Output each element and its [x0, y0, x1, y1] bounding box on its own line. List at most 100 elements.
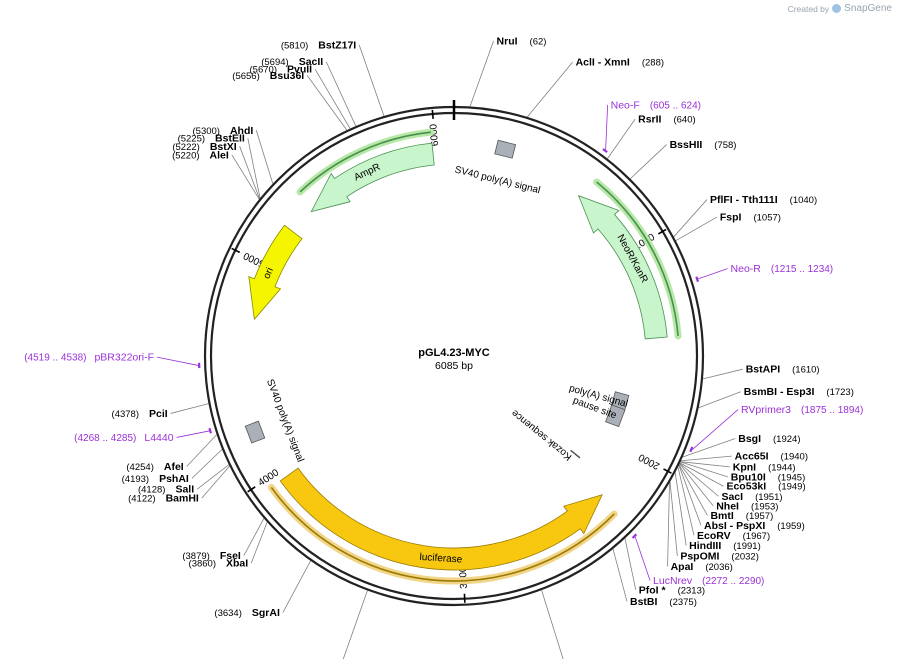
site-sgrai: SgrAI(3634) [214, 607, 280, 619]
primer-l4440-mark [209, 428, 211, 433]
plasmid-size: 6085 bp [435, 360, 473, 372]
sv40-poly-a-signal-label: SV40 poly(A) signal [264, 378, 306, 464]
site-pcii: PciI (4378) [112, 408, 168, 420]
site-name: BstBI [630, 596, 658, 608]
primer-rvprimer3-mark [690, 447, 692, 452]
site-leader-line [675, 473, 686, 546]
site-leader-line [680, 463, 723, 486]
primer-rvprimer3: RVprimer3(1875 .. 1894) [741, 404, 863, 416]
site-leader-line [683, 439, 736, 457]
sv40-poly-a-signal-feature [495, 140, 516, 158]
site-position: (3879) [182, 551, 209, 562]
primer-lucnrev: LucNrev(2272 .. 2290) [653, 575, 764, 587]
site-position: (5694) [261, 57, 288, 68]
site-position: (1959) [777, 521, 804, 532]
site-name: BsmBI - Esp3I [744, 386, 815, 398]
tick-mark [432, 110, 433, 119]
site-name: RsrII [638, 114, 661, 126]
brand-watermark: Created by SnapGene [788, 3, 892, 14]
site-name: PflFI - Tth111I [710, 194, 778, 206]
site-position: (1723) [826, 387, 853, 398]
site-leader-line [676, 217, 717, 241]
primer-neo-r: Neo-R (1215 .. 1234) [731, 263, 834, 275]
primer-range: (605 .. 624) [650, 100, 701, 111]
site-leader-line [244, 518, 264, 555]
site-name: AhdI [230, 125, 253, 137]
primer-name: Neo-R [731, 263, 762, 275]
site-name: FseI [220, 550, 241, 562]
primer-name: pBR322ori-F [94, 352, 154, 364]
primer-range: (4519 .. 4538) [24, 353, 86, 364]
site-bsmbi-esp3i: BsmBI - Esp3I (1723) [744, 386, 854, 398]
site-name: NruI [497, 35, 518, 47]
primer-l4440: L4440 (4268 .. 4285) [74, 432, 174, 444]
site-leader-line [668, 483, 670, 567]
site-position: (62) [530, 36, 547, 47]
site-name: BssHII [670, 139, 703, 151]
site-leader-line [613, 549, 627, 601]
primer-neo-f-mark [603, 149, 607, 152]
primer-range: (1215 .. 1234) [771, 264, 833, 275]
site-leader-line [326, 62, 356, 126]
site-nrui: NruI (62) [497, 35, 547, 47]
primer-name: L4440 [144, 432, 173, 444]
site-name: ApaI [671, 561, 694, 573]
site-leader-line [256, 130, 273, 183]
site-pshai: PshAI (4193) [122, 473, 189, 485]
site-name: BstAPI [746, 364, 781, 376]
site-position: (640) [673, 115, 695, 126]
ori-feature [249, 225, 302, 319]
primer-leader-line [692, 410, 738, 450]
site-fspi: FspI(1057) [720, 212, 781, 224]
site-position: (4193) [122, 474, 149, 485]
site-leader-line [542, 590, 565, 659]
site-bstz17i: BstZ17I (5810) [281, 40, 356, 52]
site-name: SgrAI [252, 607, 280, 619]
plasmid-name: pGL4.23-MYC [418, 347, 490, 359]
site-name: BstZ17I [318, 40, 356, 52]
site-position: (4128) [138, 485, 165, 496]
site-name: SacII [299, 56, 324, 68]
primer-leader-line [157, 357, 198, 365]
site-leader-line [470, 41, 494, 107]
site-name: PciI [149, 408, 168, 420]
primer-name: RVprimer3 [741, 404, 791, 416]
primer-name: LucNrev [653, 575, 693, 587]
site-leader-line [187, 435, 217, 467]
primer-leader-line [635, 537, 650, 581]
sv40-poly-a-signal-feature [245, 421, 265, 443]
primer-pbr322ori-f: pBR322ori-F (4519 .. 4538) [24, 352, 154, 364]
primer-leader-line [177, 431, 210, 437]
site-leader-line [607, 119, 635, 158]
site-leader-line [342, 591, 368, 659]
site-leader-line [315, 69, 350, 128]
site-leader-line [527, 62, 572, 117]
site-leader-line [283, 561, 311, 613]
site-position: (1924) [773, 434, 800, 445]
site-leader-line [171, 404, 209, 414]
site-name: PshAI [159, 473, 189, 485]
site-position: (4378) [112, 409, 139, 420]
site-position: (2313) [678, 585, 705, 596]
site-position: (2032) [731, 551, 758, 562]
site-leader-line [680, 464, 714, 506]
site-position: (1610) [792, 365, 819, 376]
site-position: (2375) [669, 597, 696, 608]
site-position: (5810) [281, 41, 308, 52]
ampr-feature [311, 143, 434, 211]
site-leader-line [251, 522, 267, 563]
kozak-sequence-label: Kozak sequence [509, 407, 574, 462]
site-leader-line [681, 456, 732, 461]
site-leader-line [359, 45, 384, 116]
site-afei: AfeI(4254) [126, 461, 183, 473]
site-leader-line [630, 145, 666, 179]
site-leader-line [703, 369, 743, 379]
site-bsgi: BsgI(1924) [738, 433, 800, 445]
site-position: (2036) [705, 562, 732, 573]
site-name: AclI - XmnI [576, 57, 630, 69]
tick-label: 2000 [637, 451, 662, 471]
primer-leader-line [698, 269, 727, 279]
site-bstbi: BstBI (2375) [630, 596, 697, 608]
site-leader-line [680, 463, 719, 496]
primer-range: (4268 .. 4285) [74, 433, 136, 444]
